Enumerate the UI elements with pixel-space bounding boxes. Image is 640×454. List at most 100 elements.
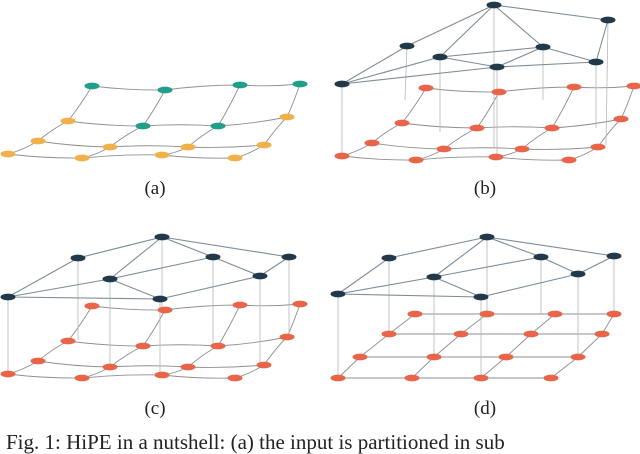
- graph-node: [211, 343, 226, 350]
- graph-node: [524, 331, 539, 338]
- hierarchy-edge: [543, 47, 596, 62]
- hierarchy-edge: [497, 62, 596, 67]
- hierarchy-edge: [338, 294, 481, 297]
- graph-node: [408, 311, 423, 318]
- graph-node: [85, 83, 100, 90]
- supernode: [607, 253, 622, 260]
- supernode: [490, 64, 505, 71]
- graph-node: [257, 362, 272, 369]
- grid-edge: [162, 85, 240, 155]
- grid-edge: [506, 334, 531, 357]
- graph-node: [427, 354, 442, 361]
- graph-node: [545, 125, 560, 132]
- graph-node: [136, 123, 151, 130]
- grid-edge: [402, 119, 621, 128]
- supernode: [155, 234, 170, 241]
- hierarchy-edge: [578, 256, 614, 274]
- supernode: [589, 59, 604, 66]
- graph-node: [75, 155, 90, 162]
- vertical-edge: [405, 46, 407, 100]
- graph-node: [419, 85, 434, 92]
- hierarchy-edge: [342, 67, 497, 84]
- hierarchy-edge: [487, 237, 614, 256]
- supernode: [487, 2, 502, 9]
- graph-node: [228, 155, 243, 162]
- graph-node: [382, 331, 397, 338]
- grid-edge: [342, 156, 569, 160]
- panel-label-b: (b): [474, 178, 496, 199]
- hierarchy-edge: [440, 47, 543, 57]
- figure-caption: Fig. 1: HiPE in a nutshell: (a) the inpu…: [6, 430, 640, 454]
- grid-edge: [461, 314, 487, 334]
- grid-edge: [38, 361, 264, 367]
- graph-node: [181, 364, 196, 371]
- graph-node: [591, 144, 606, 151]
- supernode: [206, 254, 221, 261]
- graph-node: [627, 83, 640, 90]
- graph-node: [562, 157, 577, 164]
- hierarchy-edge: [434, 257, 541, 277]
- graph-node: [499, 354, 514, 361]
- graph-node: [280, 114, 295, 121]
- graph-node: [155, 372, 170, 379]
- graph-node: [155, 152, 170, 159]
- graph-node: [75, 375, 90, 382]
- graph-node: [158, 307, 173, 314]
- supernode: [335, 81, 350, 88]
- grid-edge: [360, 334, 389, 357]
- grid-edge: [389, 314, 415, 334]
- supernode: [536, 44, 551, 51]
- panel-b: [335, 2, 640, 164]
- graph-node: [437, 146, 452, 153]
- hierarchy-edge: [494, 5, 608, 20]
- panel-a: [1, 81, 308, 162]
- graph-node: [335, 153, 350, 160]
- hierarchy-edge: [338, 258, 389, 294]
- graph-node: [85, 303, 100, 310]
- graph-node: [353, 354, 368, 361]
- hierarchy-edge: [260, 257, 289, 276]
- graph-node: [31, 358, 46, 365]
- supernode: [282, 254, 297, 261]
- supernode: [71, 255, 86, 262]
- hierarchy-edge: [342, 57, 440, 84]
- supernode: [1, 294, 16, 301]
- supernode: [534, 254, 549, 261]
- graph-node: [1, 151, 16, 158]
- hierarchy-edge: [162, 237, 213, 257]
- hierarchy-edge: [481, 274, 578, 297]
- hierarchy-edge: [338, 277, 434, 294]
- grid-edge: [68, 117, 287, 126]
- panel-label-d: (d): [474, 398, 496, 419]
- hierarchy-edge: [440, 5, 494, 57]
- hierarchy-edge: [596, 20, 608, 62]
- supernode: [433, 54, 448, 61]
- graph-node: [1, 371, 16, 378]
- hierarchy-edge: [213, 257, 260, 276]
- supernode: [382, 255, 397, 262]
- hierarchy-edge: [434, 277, 481, 297]
- graph-node: [409, 157, 424, 164]
- grid-edge: [434, 334, 461, 357]
- graph-node: [480, 311, 495, 318]
- graph-node: [515, 146, 530, 153]
- grid-edge: [92, 304, 300, 310]
- graph-node: [293, 81, 308, 88]
- graph-node: [103, 144, 118, 151]
- grid-edge: [412, 357, 434, 378]
- graph-node: [607, 311, 622, 318]
- graph-node: [614, 116, 629, 123]
- hierarchy-edge: [8, 297, 160, 299]
- panel-c: [1, 234, 308, 382]
- vertical-edge: [606, 20, 608, 145]
- graph-node: [103, 364, 118, 371]
- hierarchy-edge: [162, 237, 289, 257]
- graph-node: [233, 82, 248, 89]
- supernode: [400, 43, 415, 50]
- hierarchy-edge: [487, 237, 541, 257]
- graph-node: [489, 154, 504, 161]
- graph-node: [571, 354, 586, 361]
- hierarchy-edge: [541, 257, 578, 274]
- grid-edge: [578, 334, 602, 357]
- supernode: [480, 234, 495, 241]
